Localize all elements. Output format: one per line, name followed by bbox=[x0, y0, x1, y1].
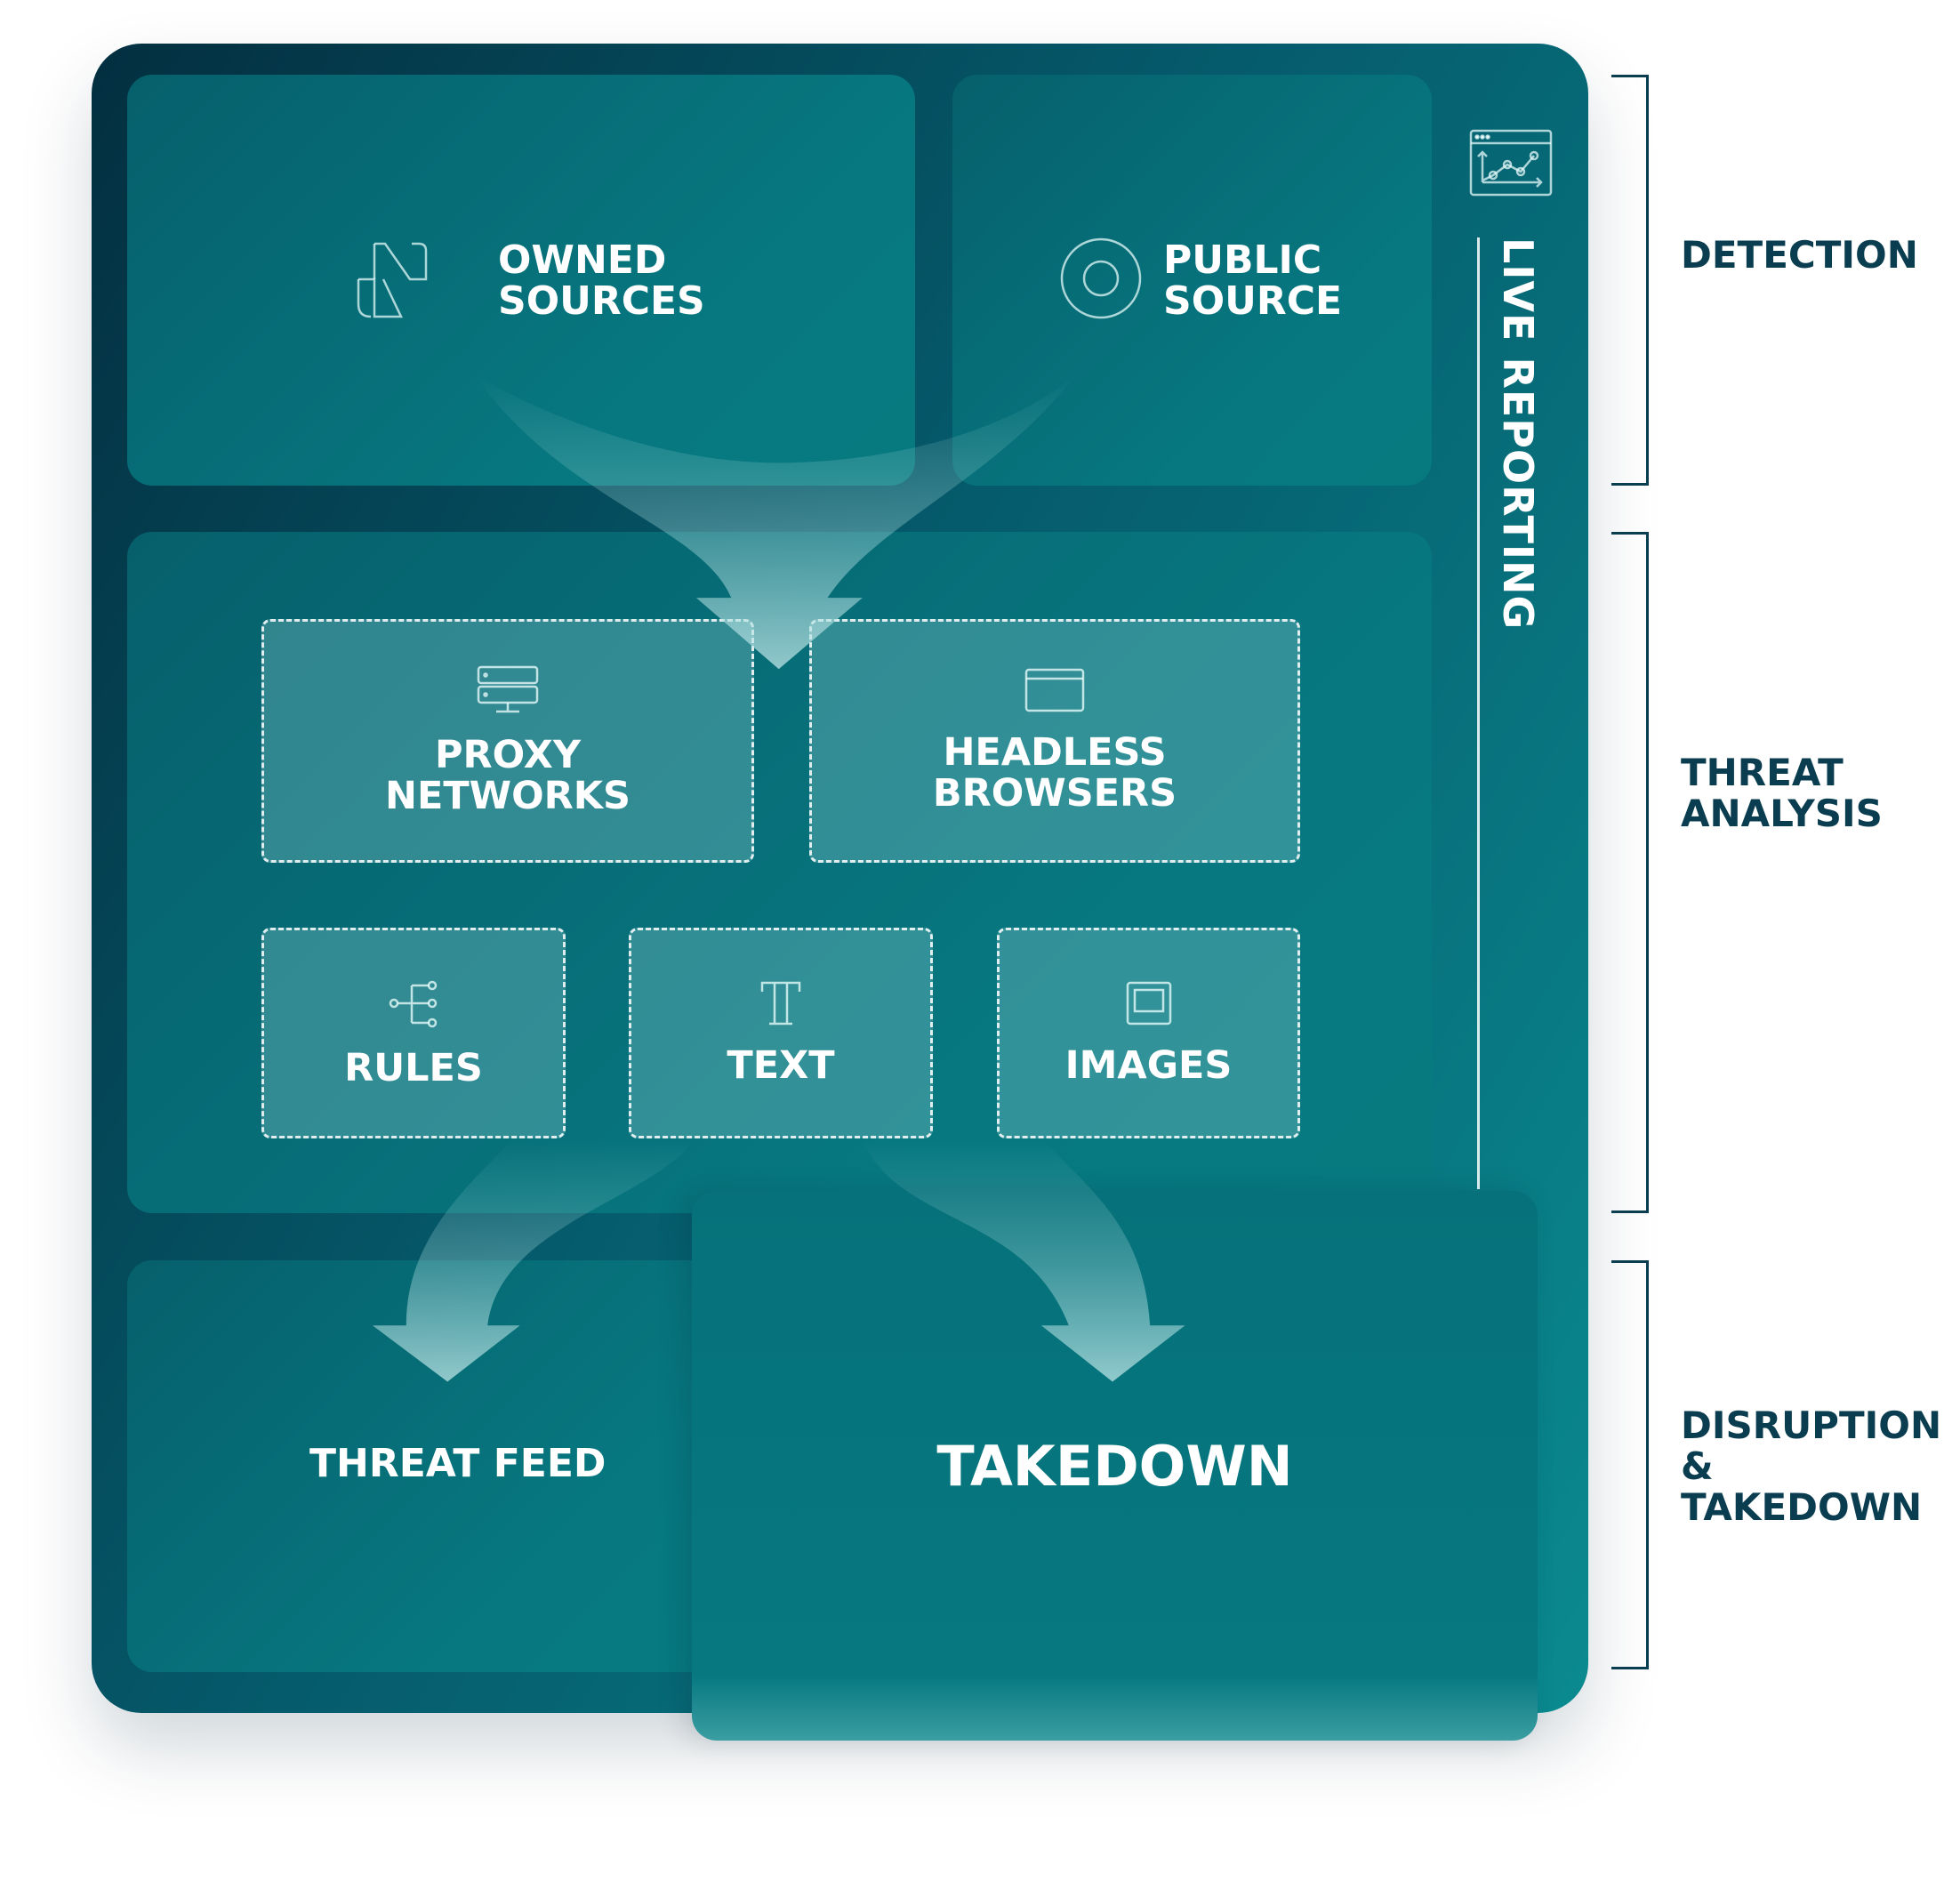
live-reporting-label: LIVE REPORTING bbox=[1494, 237, 1542, 631]
threat-analysis-line1: THREAT bbox=[1681, 751, 1844, 794]
headless-browsers-line2: BROWSERS bbox=[932, 771, 1177, 816]
headless-browsers-line1: HEADLESS bbox=[943, 730, 1167, 775]
server-icon bbox=[477, 665, 539, 713]
rules-box: RULES bbox=[261, 928, 566, 1138]
disruption-line2: & TAKEDOWN bbox=[1681, 1444, 1923, 1529]
owned-sources-logo-icon bbox=[357, 242, 428, 318]
threat-feed-label: THREAT FEED bbox=[309, 1441, 606, 1486]
proxy-networks-line2: NETWORKS bbox=[384, 774, 631, 818]
image-frame-icon bbox=[1126, 981, 1171, 1025]
live-reporting-line bbox=[1477, 237, 1480, 1189]
merge-arrow bbox=[475, 374, 1075, 670]
branch-icon bbox=[389, 980, 438, 1027]
to-takedown-arrow bbox=[862, 1140, 1185, 1382]
owned-sources-line2: SOURCES bbox=[498, 278, 705, 324]
owned-sources-card: OWNED SOURCES bbox=[127, 75, 915, 486]
headless-browsers-box: HEADLESS BROWSERS bbox=[809, 619, 1300, 863]
threat-analysis-label: THREAT ANALYSIS bbox=[1681, 752, 1883, 834]
rules-label: RULES bbox=[344, 1045, 483, 1090]
text-box: TEXT bbox=[629, 928, 933, 1138]
takedown-label: TAKEDOWN bbox=[936, 1434, 1293, 1499]
images-box: IMAGES bbox=[997, 928, 1300, 1138]
disruption-bracket bbox=[1611, 1260, 1649, 1669]
disruption-line1: DISRUPTION bbox=[1681, 1403, 1942, 1447]
public-source-line2: SOURCE bbox=[1163, 278, 1343, 324]
to-threat-feed-arrow bbox=[372, 1140, 695, 1382]
detection-label: DETECTION bbox=[1681, 233, 1918, 277]
owned-sources-line1: OWNED bbox=[498, 237, 667, 283]
text-label: TEXT bbox=[727, 1042, 835, 1088]
detection-bracket bbox=[1611, 75, 1649, 486]
browser-window-icon bbox=[1024, 668, 1085, 712]
images-label: IMAGES bbox=[1064, 1042, 1233, 1088]
disruption-label: DISRUPTION & TAKEDOWN bbox=[1681, 1405, 1960, 1528]
threat-analysis-bracket bbox=[1611, 532, 1649, 1213]
chart-window-icon bbox=[1469, 129, 1553, 197]
threat-analysis-line2: ANALYSIS bbox=[1681, 792, 1883, 835]
target-icon bbox=[1060, 237, 1142, 319]
public-source-line1: PUBLIC bbox=[1163, 237, 1322, 283]
proxy-networks-line1: PROXY bbox=[435, 733, 581, 777]
text-icon bbox=[760, 981, 801, 1025]
proxy-networks-box: PROXY NETWORKS bbox=[261, 619, 754, 863]
